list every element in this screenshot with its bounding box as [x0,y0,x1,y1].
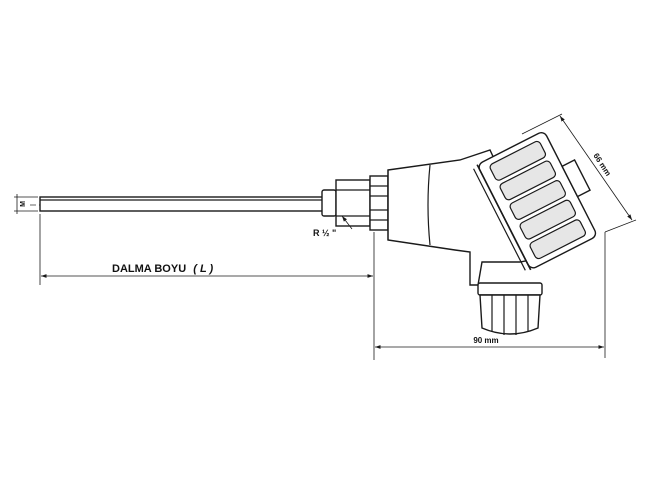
cover-rib-1 [489,140,547,181]
probe-collar [321,189,337,217]
cable-gland-nut [477,282,543,296]
cable-gland [479,294,541,335]
cover-gasket-line-2 [473,168,526,271]
head-height-label: 66 mm [591,152,612,178]
cover-rib-2 [499,160,557,201]
head-height-ext-top [521,113,563,135]
head-height-ext-bottom [604,219,637,233]
thread-fitting [335,179,371,227]
insertion-length-label: DALMA BOYU ( L ) [112,263,214,275]
cover-rib-5 [529,219,586,260]
thread-leader [341,215,353,230]
head-width-label: 90 mm [473,336,498,345]
head-body-curve [427,164,431,246]
thread-label: R ½ " [313,228,336,238]
probe-diameter-label: M [20,201,27,207]
head-height-dimension-line [559,115,633,221]
cover-gasket-line [476,164,532,271]
hex-nut [369,175,389,231]
probe-tube [39,196,339,212]
